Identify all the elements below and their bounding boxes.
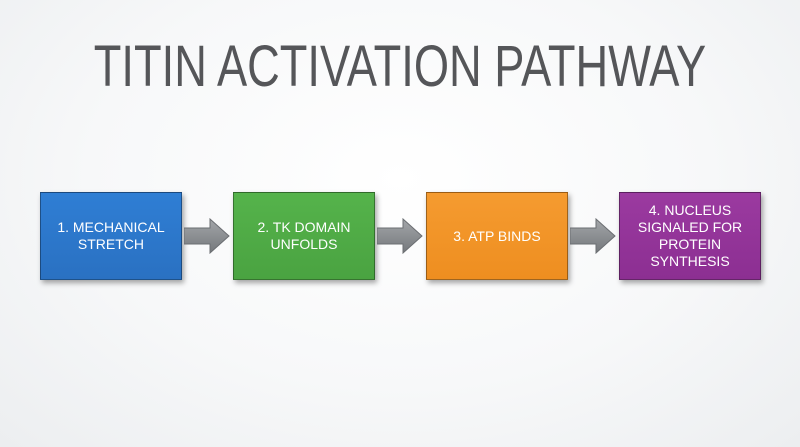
step-label: 3. ATP BINDS bbox=[453, 227, 541, 244]
arrow-right-icon bbox=[184, 218, 230, 254]
step-nucleus-signaled: 4. NUCLEUS SIGNALED FOR PROTEIN SYNTHESI… bbox=[619, 192, 761, 280]
arrow-right-icon bbox=[377, 218, 423, 254]
step-mechanical-stretch: 1. MECHANICAL STRETCH bbox=[40, 192, 182, 280]
step-label: 4. NUCLEUS SIGNALED FOR PROTEIN SYNTHESI… bbox=[637, 202, 743, 269]
step-label: 2. TK DOMAIN UNFOLDS bbox=[257, 219, 351, 252]
step-tk-domain-unfolds: 2. TK DOMAIN UNFOLDS bbox=[233, 192, 375, 280]
slide-title: TITIN ACTIVATION PATHWAY bbox=[93, 34, 707, 99]
step-atp-binds: 3. ATP BINDS bbox=[426, 192, 568, 280]
arrow-right-icon bbox=[570, 218, 616, 254]
step-label: 1. MECHANICAL STRETCH bbox=[57, 219, 165, 252]
